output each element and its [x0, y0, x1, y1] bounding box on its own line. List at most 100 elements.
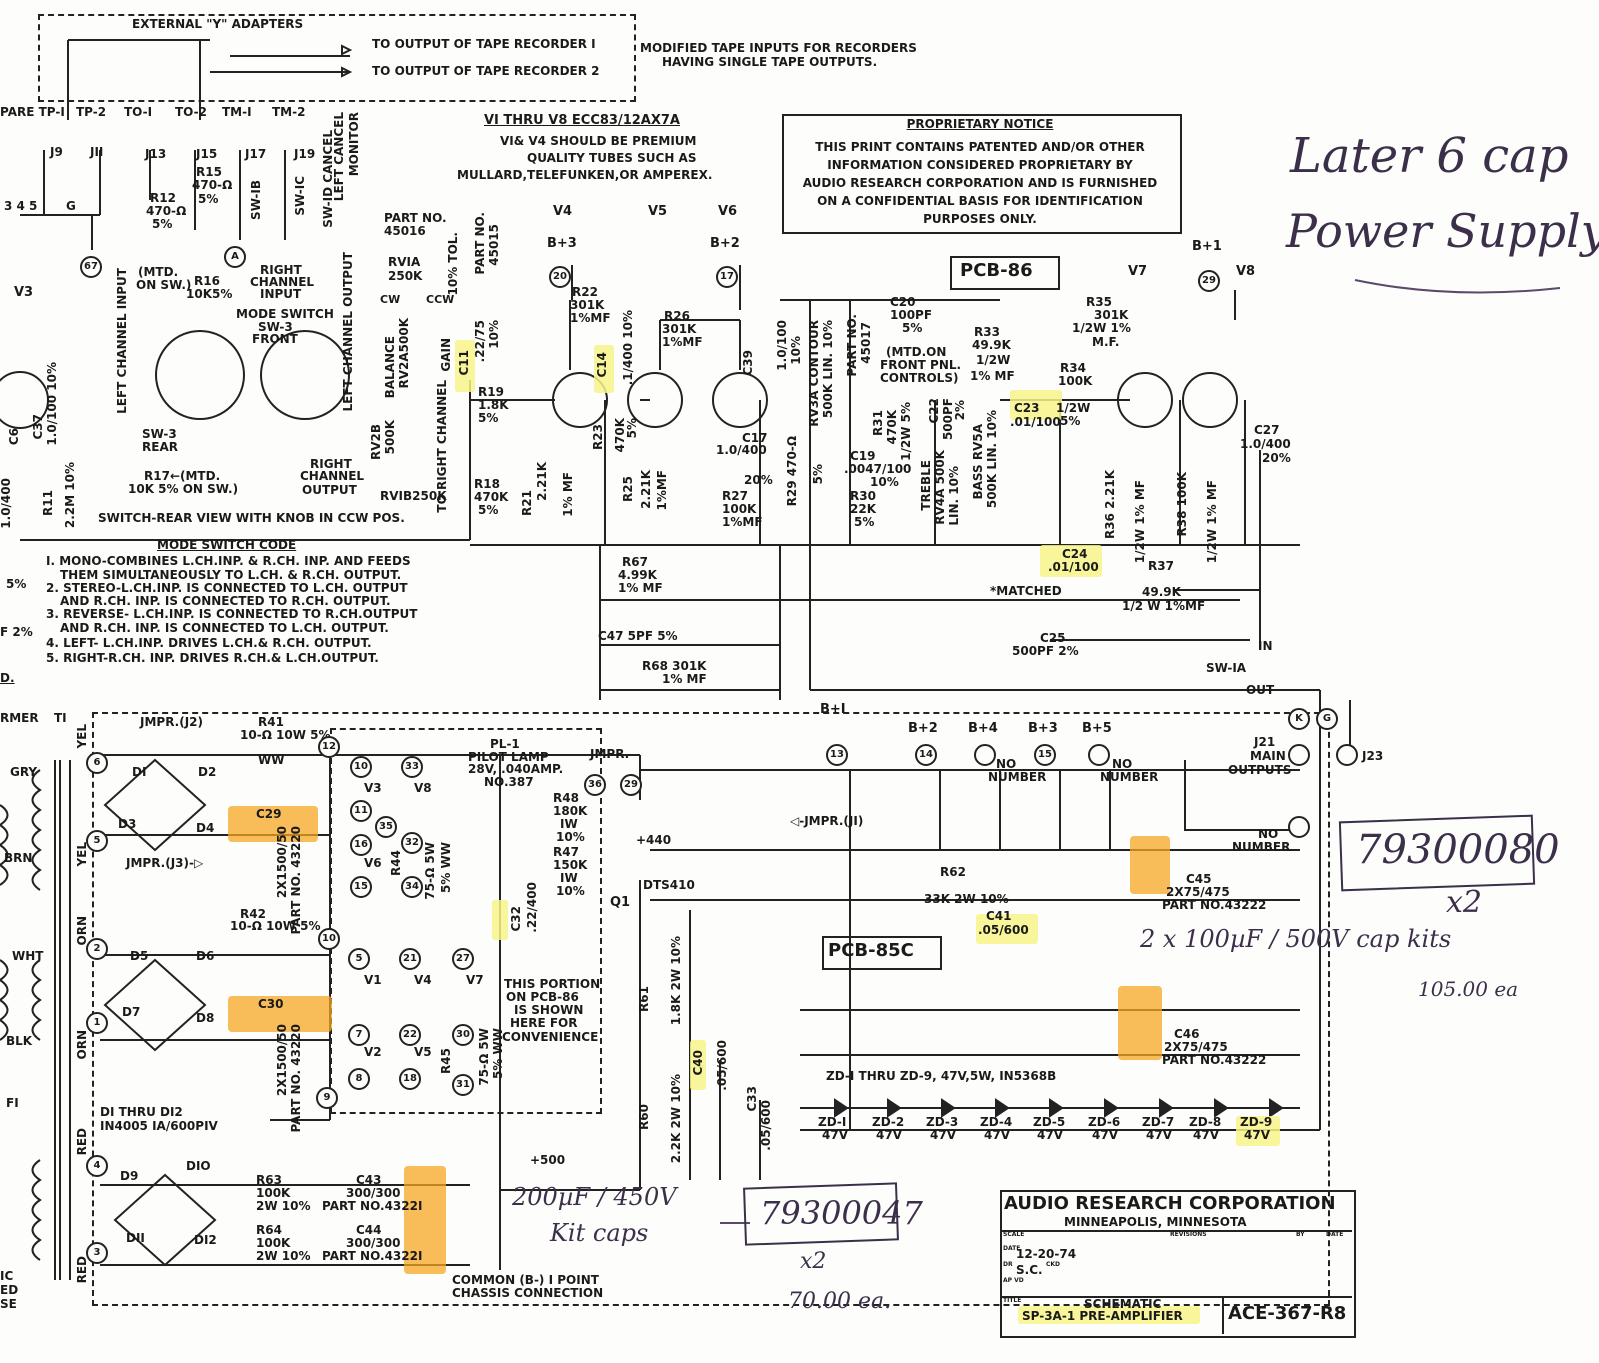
- c46-part: PART NO.43222: [1162, 1053, 1267, 1067]
- r35-label: R35: [1086, 295, 1112, 309]
- drawn-by: S.C.: [1016, 1263, 1043, 1277]
- r68-tol: 1% MF: [662, 672, 707, 686]
- in-label: IN: [1258, 639, 1273, 653]
- reg-b5: B+5: [1082, 721, 1112, 736]
- pcb85c-label-box: [822, 936, 942, 970]
- diode-d8: D8: [196, 1011, 215, 1025]
- portion-1: THIS PORTION: [504, 977, 601, 991]
- rear-view-note: SWITCH-REAR VIEW WITH KNOB IN CCW POS.: [98, 511, 405, 525]
- tube-v5-label: V5: [648, 204, 668, 219]
- c29-label: C29: [256, 807, 282, 821]
- r15-tol: 5%: [198, 192, 219, 206]
- node-14: 14: [915, 744, 937, 766]
- rv4a-label: RV4A 500K: [933, 450, 947, 525]
- r16-value: 10K5%: [186, 287, 233, 301]
- zd8-volt: 47V: [1193, 1128, 1219, 1142]
- notice-line-3: AUDIO RESEARCH CORPORATION AND IS FURNIS…: [802, 176, 1158, 190]
- c29-value: 2X1500/50: [275, 826, 289, 899]
- ccw-label: CCW: [426, 293, 455, 306]
- r31-tol: 1/2W 5%: [899, 402, 913, 461]
- plus-440: +440: [636, 833, 672, 847]
- jack-j21: [1288, 744, 1310, 766]
- sw1b-label: SW-IB: [249, 180, 263, 220]
- heater-node-21: 21: [399, 948, 421, 970]
- f1-label: FI: [6, 1096, 19, 1110]
- c45-label: C45: [1186, 872, 1212, 886]
- r16-onsw: ON SW.): [136, 278, 192, 292]
- mode-code-4: AND R.CH. INP. IS CONNECTED TO R.CH. OUT…: [60, 594, 391, 608]
- wire-wht: WHT: [12, 949, 44, 963]
- reg-b2: B+2: [908, 721, 938, 736]
- model-label: SP-3A-1 PRE-AMPLIFIER: [1022, 1309, 1183, 1323]
- highlight-c23: [1010, 390, 1062, 420]
- zd6-volt: 47V: [1092, 1128, 1118, 1142]
- heater-node-27: 27: [452, 948, 474, 970]
- no-number-3: NO: [1258, 827, 1279, 841]
- right-input-2: CHANNEL: [250, 275, 315, 289]
- node-b4: [974, 744, 996, 766]
- handwritten-cap-kits: 2 x 100µF / 500V cap kits: [1140, 925, 1452, 953]
- r31-label: R31: [871, 410, 885, 436]
- heater-v7: V7: [466, 973, 484, 987]
- pilot-label: PILOT LAMP: [468, 750, 549, 764]
- r61-value: 1.8K 2W 10%: [669, 936, 683, 1026]
- j21-main: MAIN: [1250, 749, 1286, 763]
- highlight-c14: [594, 345, 614, 393]
- r62-label: R62: [940, 865, 966, 879]
- highlight-c40: [690, 1040, 706, 1090]
- gain-label: GAIN: [439, 338, 453, 372]
- title-divider-3: [1222, 1296, 1224, 1334]
- c46-label: C46: [1174, 1027, 1200, 1041]
- r35-value: 301K: [1094, 308, 1129, 322]
- r26-label: R26: [664, 309, 690, 323]
- node-no-number: [1288, 816, 1310, 838]
- reg-b4: B+4: [968, 721, 998, 736]
- c30-value: 2X1500/50: [275, 1024, 289, 1097]
- notice-title: PROPRIETARY NOTICE: [906, 117, 1054, 131]
- highlight-c30: [228, 996, 332, 1032]
- j19-label: J19: [294, 147, 316, 161]
- c19-label: C19: [850, 449, 876, 463]
- node-5: 5: [86, 830, 108, 852]
- jmpr-j2: JMPR.(J2): [140, 715, 204, 729]
- title-block: [1000, 1190, 1356, 1338]
- y-adapter-box: [38, 14, 636, 102]
- tape-output-1: TO OUTPUT OF TAPE RECORDER I: [372, 37, 596, 51]
- r19-tol: 5%: [478, 411, 499, 425]
- handwritten-later-6cap: Later 6 cap: [1290, 128, 1569, 184]
- r47-label: R47: [553, 845, 579, 859]
- c17-value: 1.0/400: [716, 443, 767, 457]
- heater-v1: V1: [364, 973, 382, 987]
- rv1a-value: 250K: [388, 269, 423, 283]
- node-10: 10: [318, 928, 340, 950]
- c27-tol: 20%: [1262, 451, 1291, 465]
- c22-tol: 2%: [953, 400, 967, 421]
- c44-part: PART NO.4322I: [322, 1249, 423, 1263]
- r22-value: 301K: [570, 298, 605, 312]
- sw3-rear-label: SW-3: [142, 427, 177, 441]
- c41-label: C41: [986, 909, 1012, 923]
- c23-value: .01/100: [1010, 415, 1061, 429]
- zd4-volt: 47V: [984, 1128, 1010, 1142]
- handwritten-x2-a: x2: [1446, 885, 1483, 920]
- tubes-note-1: VI& V4 SHOULD BE PREMIUM: [500, 134, 697, 148]
- pcb86-label: PCB-86: [960, 260, 1033, 281]
- modified-note: MODIFIED TAPE INPUTS FOR RECORDERS: [640, 41, 917, 55]
- zd5-volt: 47V: [1037, 1128, 1063, 1142]
- c37-label: C37: [31, 414, 45, 440]
- r64-value: 100K: [256, 1236, 291, 1250]
- tone-part: PART NO.: [845, 314, 859, 377]
- ic-label: IC: [0, 1269, 14, 1283]
- r60-label: R60: [637, 1104, 651, 1130]
- right-output-1: RIGHT: [310, 457, 352, 471]
- tone-part-value: 45017: [859, 322, 873, 364]
- zd4-label: ZD-4: [980, 1115, 1013, 1129]
- r16-mtd: (MTD.: [138, 265, 179, 279]
- handwritten-power-supply: Power Supply: [1286, 204, 1599, 258]
- diode-d2: D2: [198, 765, 217, 779]
- date-label: DATE: [1003, 1245, 1021, 1252]
- tubes-note-2: QUALITY TUBES SUCH AS: [527, 151, 697, 165]
- part-45015-value: 45015: [487, 224, 501, 266]
- c33-value: .05/600: [759, 1100, 773, 1151]
- r26-value: 301K: [662, 322, 697, 336]
